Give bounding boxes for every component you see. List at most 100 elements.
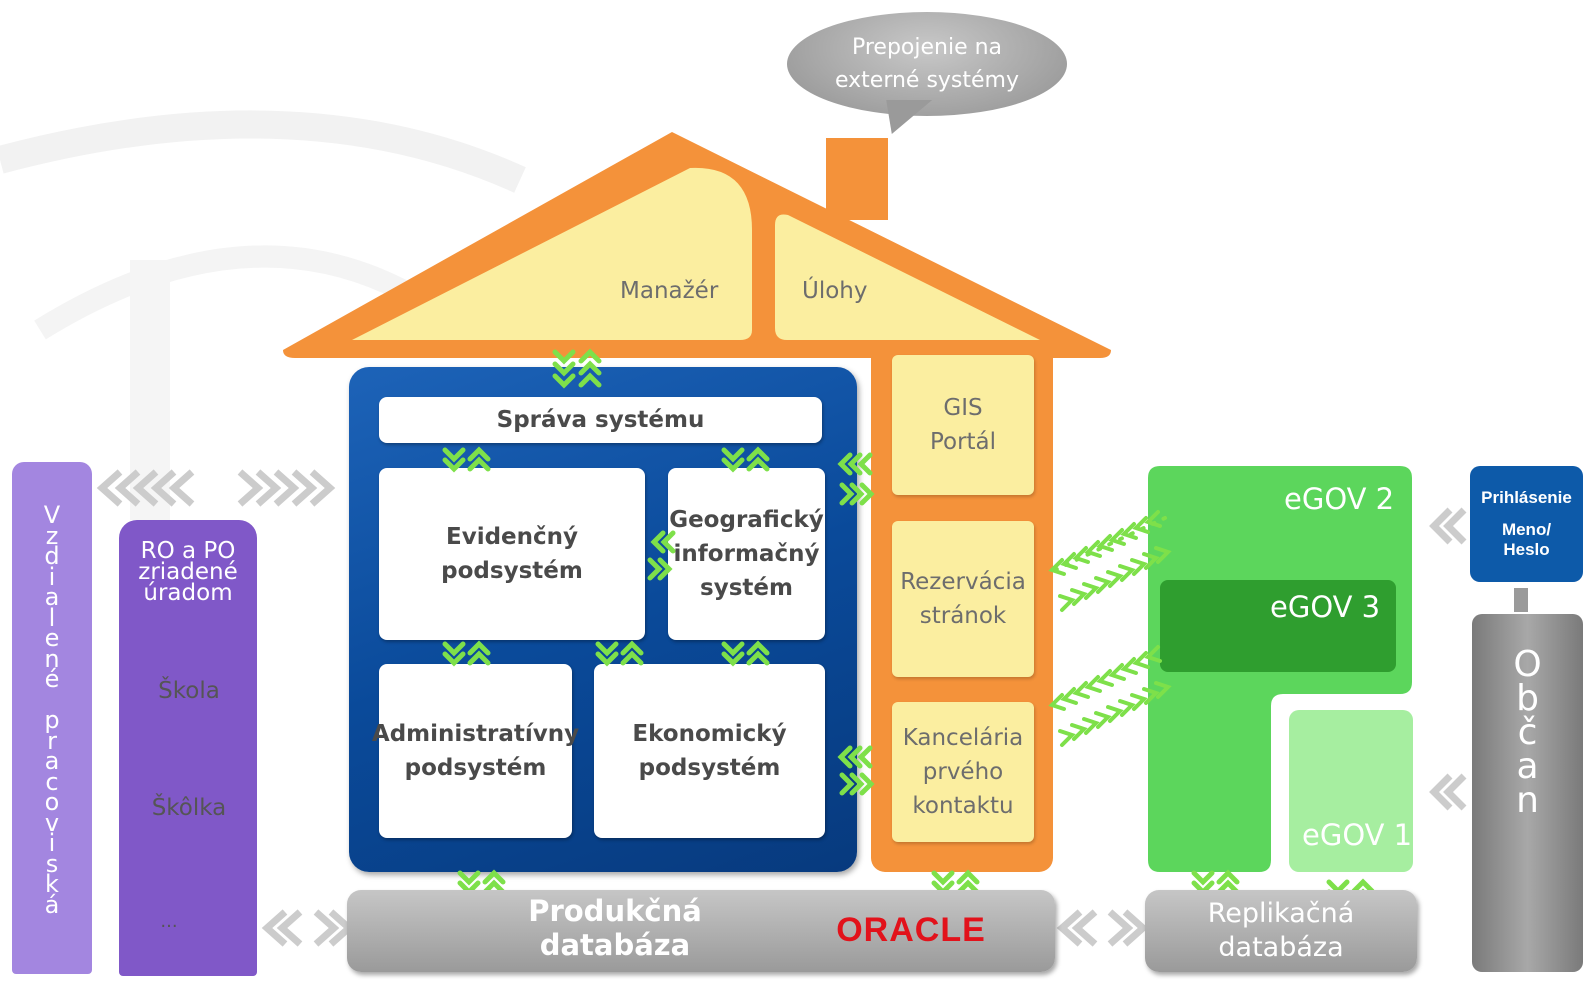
manazer-label: Manažér (620, 278, 719, 304)
kanc-line2: prvého (922, 759, 1004, 785)
evidencny-box: Evidenčný podsystém (379, 468, 645, 640)
vertical-letter: b (1516, 678, 1539, 719)
geograficky-box: Geografický informačný systém (668, 468, 825, 640)
rez-line2: stránok (919, 603, 1007, 629)
rez-line1: Rezervácia (900, 569, 1026, 595)
arrow-pair-roof (552, 348, 602, 389)
ekonomicky-box: Ekonomický podsystém (594, 664, 825, 838)
ro-line1: RO a PO (140, 537, 236, 564)
background-swirl (0, 110, 526, 193)
arrow-pair-horizontal (647, 530, 676, 581)
connector-bar (1514, 588, 1528, 612)
arrow-pair-horizontal (837, 745, 875, 796)
vertical-letter: é (44, 665, 60, 693)
egov1-shape (1289, 710, 1413, 872)
login-username: Meno/ (1501, 520, 1552, 539)
admin-line2: podsystém (404, 755, 547, 781)
egov2-label: eGOV 2 (1284, 482, 1395, 516)
vertical-letter: n (1516, 780, 1539, 821)
login-box[interactable]: Prihlásenie Meno/ Heslo (1470, 466, 1583, 582)
kanc-line3: kontaktu (912, 793, 1014, 819)
repl-line1: Replikačná (1207, 898, 1355, 929)
egov3-label: eGOV 3 (1270, 590, 1381, 624)
egov3-shape (1160, 580, 1396, 672)
external-systems-bubble: Prepojenie na externé systémy (787, 12, 1067, 116)
vertical-letter: r (47, 726, 57, 755)
geo-line1: Geografický (669, 507, 824, 533)
gis-portal-box: GIS Portál (892, 355, 1034, 495)
replication-database-bar: Replikačná databáza (1145, 890, 1417, 972)
arrow-pair (457, 869, 506, 896)
production-database-label: Produkčná databáza (528, 894, 702, 962)
vertical-letter: z (45, 521, 59, 550)
vertical-letter: a (44, 583, 60, 611)
remote-workplaces-bar (12, 462, 92, 974)
arrow-right-group (237, 469, 336, 507)
gis-line2: Portál (929, 429, 997, 455)
chimney (826, 138, 888, 220)
ro-line3: úradom (143, 579, 233, 606)
organizations-label: RO a PO zriadené úradom (119, 537, 257, 607)
arrow-pair (442, 640, 491, 667)
arrow-pair (721, 640, 770, 667)
vertical-letter: č (1517, 712, 1538, 753)
repl-line2: databáza (1218, 932, 1344, 963)
manazer-panel (352, 167, 752, 340)
bubble-line1: Prepojenie na (851, 35, 1003, 60)
citizen-bar (1472, 614, 1583, 972)
vertical-letter: n (44, 644, 60, 673)
arrow-pair (442, 446, 491, 473)
vertical-letter: v (44, 808, 60, 837)
vertical-letter: s (45, 849, 59, 878)
rezervacia-box: Rezervácia stránok (892, 521, 1034, 677)
bubble-line2: externé systémy (834, 68, 1019, 93)
ro-line2: zriadené (138, 558, 238, 585)
administrativny-box: Administratívny podsystém (372, 664, 579, 838)
vertical-letter: a (1516, 746, 1539, 787)
arrow-repl-right (1107, 909, 1149, 947)
vertical-letter: k (45, 870, 59, 898)
vertical-letter: V (43, 501, 61, 529)
vertical-letter: i (48, 562, 56, 591)
eko-line2: podsystém (638, 755, 781, 781)
arrow-repl-left (1056, 909, 1098, 947)
vertical-letter: o (44, 788, 60, 816)
arrow-band-egov-rez (1048, 510, 1172, 612)
geo-line2: informačný (673, 541, 820, 567)
vertical-letter: p (44, 706, 60, 734)
skola-label: Škola (158, 678, 220, 704)
arrow-pair (595, 640, 644, 667)
ulohy-label: Úlohy (802, 278, 868, 304)
arrow-pair-horizontal (837, 452, 875, 506)
arrow-pair (931, 869, 980, 896)
arrow-left-group (96, 469, 195, 507)
sprava-label: Správa systému (496, 407, 705, 433)
vertical-letter: i (48, 829, 56, 857)
sprava-systemu-box: Správa systému (379, 397, 822, 443)
vertical-letter: a (44, 747, 60, 775)
vertical-letter: á (44, 890, 60, 919)
evidencny-line2: podsystém (441, 558, 583, 584)
login-password: Heslo (1503, 540, 1550, 559)
other-house-label: ... (160, 910, 178, 932)
arrow-obcan (1429, 773, 1467, 811)
skolka-label: Škôlka (151, 795, 227, 821)
grey-arrows (96, 469, 1467, 947)
arrow-band-egov-kanc (1048, 645, 1172, 747)
egov1-label: eGOV 1 (1302, 818, 1413, 852)
background-swirl (34, 245, 426, 340)
vertical-letter: e (44, 624, 60, 652)
vertical-letter: l (48, 603, 56, 632)
kancelaria-box: Kancelária prvého kontaktu (892, 702, 1034, 842)
vertical-letter: d (44, 542, 60, 570)
arrow-pair (721, 446, 770, 473)
kanc-line1: Kancelária (902, 725, 1024, 751)
evidencny-line1: Evidenčný (445, 524, 579, 550)
admin-line1: Administratívny (371, 721, 580, 747)
arrow-prihlasenie (1429, 507, 1467, 545)
oracle-logo: ORACLE (836, 910, 986, 949)
vertical-letter: O (1513, 644, 1542, 685)
ulohy-panel (775, 214, 1040, 340)
